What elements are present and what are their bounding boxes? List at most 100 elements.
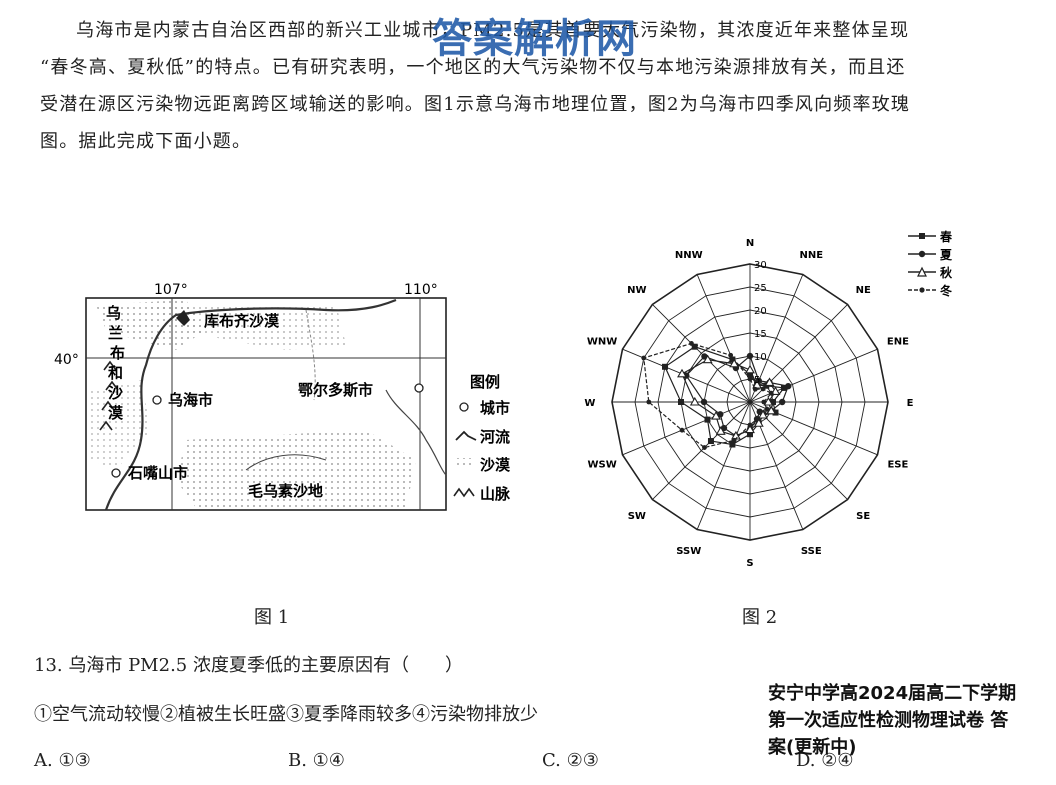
- rose-point: [702, 445, 707, 450]
- rose-point: [689, 341, 694, 346]
- rose-legend-summer: 夏: [940, 248, 953, 262]
- lon-label: 107°: [154, 282, 188, 298]
- city-circle-icon: [459, 402, 469, 412]
- figure2-caption: 图 2: [742, 607, 778, 628]
- watermark-logo: 答案解析网: [432, 16, 637, 62]
- desert-area: [146, 304, 346, 350]
- rose-spoke: [696, 274, 751, 403]
- rose-point: [731, 437, 737, 443]
- place-kubuqi: 库布齐沙漠: [204, 312, 280, 330]
- rose-legend-spring: 春: [939, 229, 953, 244]
- rose-point: [689, 396, 700, 406]
- rose-point: [770, 399, 776, 405]
- legend-marker-summer: [918, 250, 926, 258]
- place-shizuishan: 石嘴山市: [127, 464, 188, 482]
- legend-label: 沙漠: [480, 456, 511, 474]
- passage-line: 乌海市是内蒙古自治区西部的新兴工业城市，PM2.5是其首要大气污染物，其浓度近年…: [76, 20, 910, 41]
- rose-direction-label: SSW: [676, 546, 701, 557]
- rose-point: [679, 427, 685, 433]
- rose-point: [729, 358, 740, 368]
- rose-point: [745, 364, 755, 374]
- rose-direction-label: ESE: [887, 459, 908, 470]
- rose-point: [702, 354, 713, 364]
- city-circle-icon: [152, 395, 162, 405]
- rose-spoke: [652, 401, 751, 500]
- rose-grid: [611, 263, 889, 541]
- overlay-line: 案(更新中): [768, 737, 857, 758]
- rose-point: [785, 382, 792, 390]
- rose-tick-label: 10: [754, 352, 767, 363]
- rose-point: [746, 352, 754, 360]
- rose-point: [711, 410, 721, 420]
- place-ulanbuh: 兰: [108, 324, 123, 342]
- figure1-caption: 图 1: [254, 607, 290, 628]
- legend-label: 城市: [480, 399, 510, 417]
- river-icon: [455, 430, 477, 441]
- question-stem: 13. 乌海市 PM2.5 浓度夏季低的主要原因有（ ）: [34, 655, 463, 676]
- rose-direction-label: E: [907, 398, 914, 409]
- rose-direction-label: SE: [856, 511, 870, 522]
- legend-label: 河流: [480, 428, 510, 446]
- rose-spoke: [696, 401, 751, 530]
- rose-point: [747, 376, 753, 382]
- passage-line: 受潜在源区污染物远距离跨区域输送的影响。图1示意乌海市地理位置，图2为乌海市四季…: [40, 94, 911, 115]
- rose-point: [662, 363, 669, 370]
- rose-direction-label: ENE: [887, 337, 909, 348]
- rose-tick-label: 20: [754, 306, 767, 317]
- rose-tick-label: 15: [754, 329, 767, 340]
- rose-point: [760, 386, 766, 392]
- figure2-wind-rose: 51015202530NNNENEENEEESESESSESSSWSWWSWWW…: [584, 229, 953, 569]
- rose-legend-autumn: 秋: [940, 265, 953, 280]
- rose-point: [754, 416, 760, 422]
- place-wuhai: 乌海市: [168, 391, 213, 409]
- rose-direction-label: SW: [628, 511, 646, 522]
- rose-spoke: [652, 304, 751, 403]
- river-line: [245, 454, 327, 471]
- option-a[interactable]: A. ①③: [34, 750, 91, 771]
- rose-direction-label: WSW: [587, 459, 616, 470]
- mountain-icon: [453, 487, 475, 498]
- rose-point: [646, 399, 652, 405]
- rose-point: [757, 409, 763, 415]
- passage-line: “春冬高、夏秋低”的特点。已有研究表明，一个地区的大气污染物不仅与本地污染源排放…: [40, 57, 906, 78]
- overlay-line: 第一次适应性检测物理试卷 答: [768, 710, 1009, 731]
- desert-marker-icon: [176, 310, 190, 326]
- rose-direction-label: N: [746, 238, 754, 249]
- option-c[interactable]: C. ②③: [542, 750, 599, 771]
- desert-area: [176, 430, 416, 508]
- rose-point: [764, 406, 770, 412]
- rose-point: [747, 422, 753, 428]
- city-circle-icon: [111, 468, 121, 478]
- rose-point: [729, 356, 736, 363]
- rose-point: [747, 371, 753, 378]
- option-b[interactable]: B. ①④: [288, 750, 345, 771]
- rose-point: [691, 343, 698, 350]
- rose-point: [764, 377, 775, 387]
- rose-direction-label: SSE: [801, 546, 822, 557]
- rose-tick-label: 30: [754, 260, 767, 271]
- place-ulanbuh: 和: [108, 364, 123, 382]
- overlay-line: 安宁中学高2024届高二下学期: [768, 683, 1017, 704]
- place-ulanbuh: 布: [110, 344, 125, 362]
- figure1-map: 107° 110° 40° 库布齐沙漠 乌海市 鄂尔多斯市 石嘴山市 毛乌素沙地…: [54, 282, 511, 511]
- rose-point: [715, 426, 726, 435]
- place-ordos: 鄂尔多斯市: [298, 381, 373, 399]
- place-maowusu: 毛乌素沙地: [248, 482, 323, 500]
- rose-direction-label: NNW: [675, 250, 703, 261]
- desert-dots-icon: [454, 458, 474, 468]
- rose-point: [745, 424, 755, 434]
- rose-direction-label: W: [584, 398, 595, 409]
- rose-direction-label: NW: [627, 285, 646, 296]
- passage: 乌海市是内蒙古自治区西部的新兴工业城市，PM2.5是其首要大气污染物，其浓度近年…: [40, 12, 1040, 160]
- rose-point: [641, 355, 647, 361]
- rose-point: [772, 409, 779, 416]
- legend-title: 图例: [470, 373, 500, 391]
- boundary-line: [305, 309, 316, 401]
- rose-point: [678, 399, 684, 405]
- rose-legend: 春 夏 秋 冬: [908, 229, 953, 298]
- rose-point: [768, 390, 774, 396]
- rose-point: [728, 352, 734, 358]
- lat-label: 40°: [54, 352, 79, 368]
- option-d[interactable]: D. ②④: [796, 750, 854, 771]
- rose-point: [677, 368, 687, 378]
